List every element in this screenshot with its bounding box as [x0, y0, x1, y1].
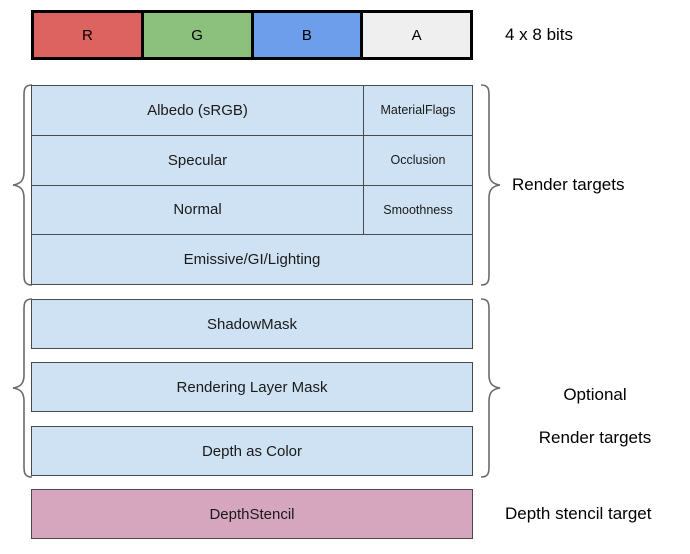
render-target-row: Albedo (sRGB) MaterialFlags	[31, 85, 473, 136]
render-target-material-flags: MaterialFlags	[363, 85, 473, 136]
render-target-occlusion: Occlusion	[363, 134, 473, 186]
render-target-row: Emissive/GI/Lighting	[31, 234, 473, 285]
channel-label-g: G	[191, 26, 203, 44]
render-target-normal-label: Normal	[173, 201, 222, 219]
render-targets-annotation: Render targets	[512, 175, 625, 194]
channel-cell-a: A	[363, 13, 470, 57]
render-target-smoothness-label: Smoothness	[383, 202, 453, 217]
depth-stencil-label: DepthStencil	[209, 505, 295, 523]
render-target-specular-label: Specular	[167, 151, 228, 169]
render-target-row: Normal Smoothness	[31, 184, 473, 236]
render-targets-left-brace	[12, 84, 33, 286]
channel-cell-g: G	[143, 13, 254, 57]
render-target-normal: Normal	[31, 184, 364, 236]
channel-label-b: B	[301, 26, 312, 44]
render-target-specular: Specular	[31, 134, 364, 186]
channel-label-a: A	[411, 26, 422, 44]
optional-target-depth-as-color-label: Depth as Color	[201, 442, 303, 460]
render-target-emissive-label: Emissive/GI/Lighting	[183, 251, 321, 269]
optional-target-depth-as-color: Depth as Color	[31, 426, 473, 476]
optional-render-targets-left-brace	[12, 298, 33, 478]
render-target-smoothness: Smoothness	[363, 184, 473, 236]
optional-target-rendering-layer-mask: Rendering Layer Mask	[31, 362, 473, 412]
render-target-row: Specular Occlusion	[31, 134, 473, 186]
depth-stencil-box: DepthStencil	[31, 489, 473, 539]
render-targets-table: Albedo (sRGB) MaterialFlags Specular Occ…	[31, 85, 473, 285]
render-target-emissive: Emissive/GI/Lighting	[31, 234, 473, 285]
optional-annotation-line-1: Optional	[563, 384, 627, 404]
channel-label-r: R	[81, 26, 93, 44]
optional-target-rendering-layer-mask-label: Rendering Layer Mask	[176, 378, 328, 396]
optional-render-targets-right-brace	[480, 298, 501, 478]
optional-annotation-line-2: Render targets	[538, 428, 652, 448]
rgba-channel-bar: R G B A	[31, 10, 473, 60]
bit-depth-annotation: 4 x 8 bits	[505, 25, 574, 44]
render-target-albedo: Albedo (sRGB)	[31, 85, 364, 136]
channel-cell-b: B	[253, 13, 364, 57]
optional-target-shadowmask-label: ShadowMask	[206, 315, 298, 333]
render-targets-right-brace	[480, 84, 501, 286]
optional-target-shadowmask: ShadowMask	[31, 299, 473, 349]
render-target-occlusion-label: Occlusion	[390, 153, 446, 168]
optional-render-targets-annotation: Optional Render targets	[505, 362, 685, 471]
render-target-albedo-label: Albedo (sRGB)	[147, 101, 248, 119]
depth-stencil-annotation: Depth stencil target	[505, 504, 652, 523]
channel-cell-r: R	[34, 13, 144, 57]
render-target-material-flags-label: MaterialFlags	[380, 103, 456, 118]
